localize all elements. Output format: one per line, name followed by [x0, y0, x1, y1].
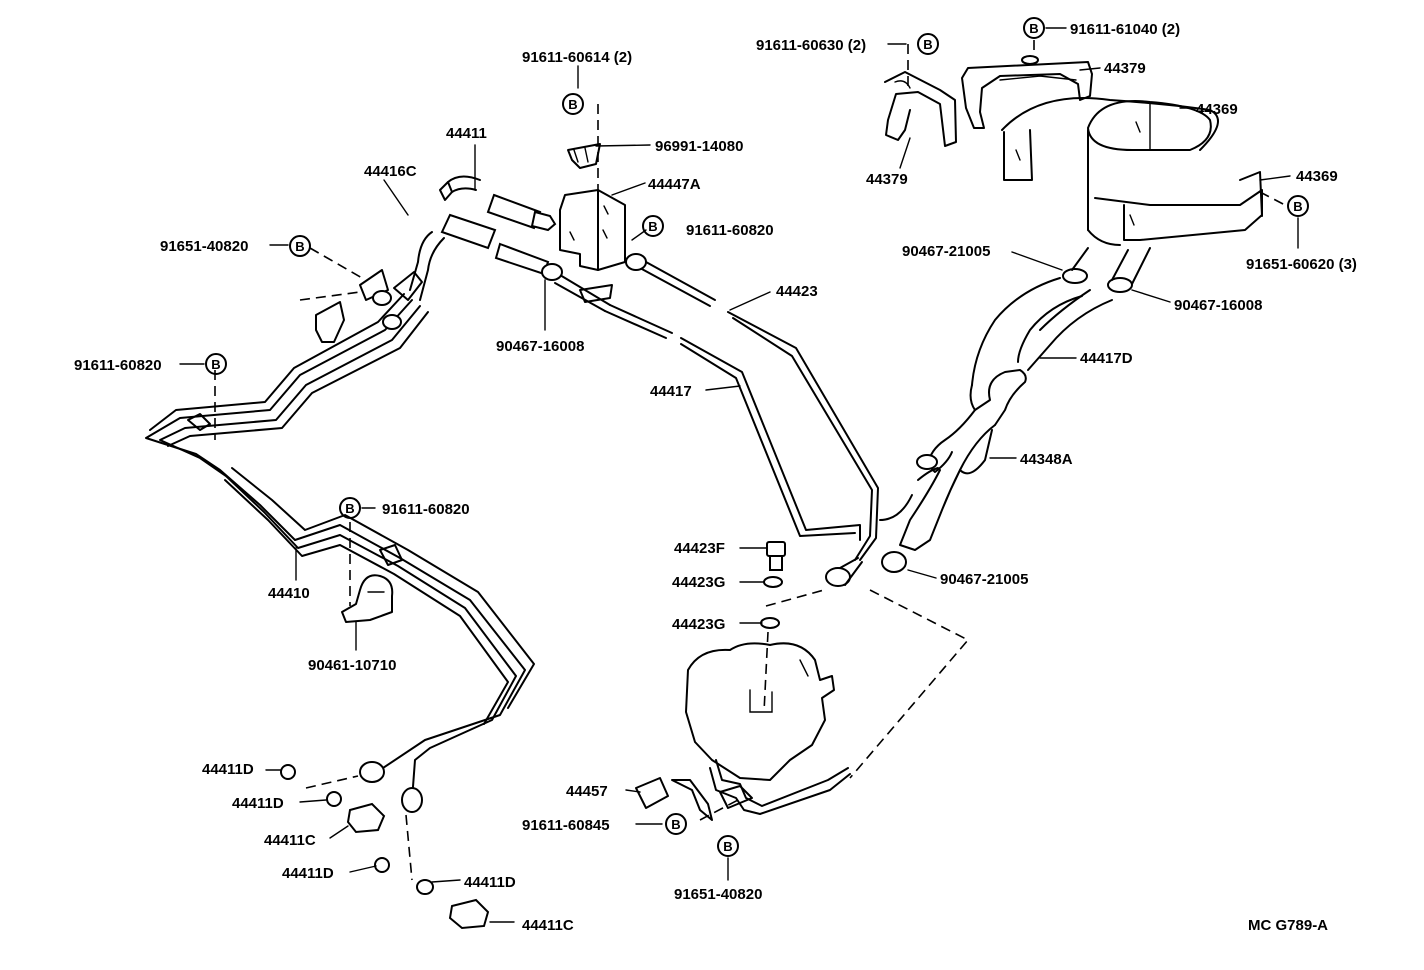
bolt-symbol-group: B B B B B B B B B B: [205, 17, 1309, 857]
part-label: 44423G: [672, 574, 725, 591]
filler-hose-group: [879, 247, 1151, 573]
part-label: 44416C: [364, 163, 417, 180]
part-label: 44411C: [264, 832, 316, 849]
main-pipe-group: [145, 293, 535, 813]
part-label: 91611-60845: [522, 817, 610, 834]
part-label: 44423G: [672, 616, 725, 633]
bolt-b-icon: B: [642, 215, 664, 237]
svg-text:B: B: [923, 37, 932, 52]
center-pipe-group: [554, 261, 879, 587]
part-label: 44417: [650, 383, 692, 400]
part-label: 44417D: [1080, 350, 1133, 367]
part-label: 91611-61040 (2): [1070, 21, 1180, 38]
part-label: 44369: [1196, 101, 1238, 118]
bolt-b-icon: B: [205, 353, 227, 375]
svg-text:B: B: [1029, 21, 1038, 36]
part-label: 44410: [268, 585, 310, 602]
bolt-b-icon: B: [1023, 17, 1045, 39]
part-label: 90467-16008: [1174, 297, 1262, 314]
part-label: 90467-16008: [496, 338, 584, 355]
bolt-b-icon: B: [289, 235, 311, 257]
part-label: 90467-21005: [902, 243, 990, 260]
pump-body-group: [635, 642, 851, 821]
diagram-code: MC G789-A: [1248, 917, 1328, 934]
part-label: 96991-14080: [655, 138, 743, 155]
svg-text:B: B: [295, 239, 304, 254]
svg-text:B: B: [671, 817, 680, 832]
bolt-b-icon: B: [717, 835, 739, 857]
bolt-b-icon: B: [1287, 195, 1309, 217]
part-label: 91651-60620 (3): [1246, 256, 1357, 273]
svg-text:B: B: [1293, 199, 1302, 214]
part-label: 44379: [1104, 60, 1146, 77]
part-label: 44447A: [648, 176, 701, 193]
svg-text:B: B: [723, 839, 732, 854]
part-label: 90467-21005: [940, 571, 1028, 588]
svg-text:B: B: [648, 219, 657, 234]
bolt-b-icon: B: [665, 813, 687, 835]
bolt-b-icon: B: [917, 33, 939, 55]
part-label: 44379: [866, 171, 908, 188]
clamp-90461-group: [341, 574, 394, 623]
part-label: 91611-60820: [382, 501, 470, 518]
part-label: 44423: [776, 283, 818, 300]
part-label: 44348A: [1020, 451, 1073, 468]
part-label: 91611-60630 (2): [756, 37, 866, 54]
part-labels-group: 91611-60614 (2) 96991-14080 44447A 91611…: [74, 21, 1357, 934]
part-label: 44411D: [232, 795, 284, 812]
part-label: 44369: [1296, 168, 1338, 185]
part-label: 91611-60614 (2): [522, 49, 632, 66]
dashed-leader-group: [214, 40, 1286, 881]
leader-line-group: [179, 27, 1299, 923]
part-label: 44411D: [464, 874, 516, 891]
part-label: 91611-60820: [686, 222, 774, 239]
left-bracket-group: [315, 269, 423, 343]
svg-text:B: B: [568, 97, 577, 112]
part-label: 90461-10710: [308, 657, 396, 674]
part-label: 44411D: [202, 761, 254, 778]
part-label: 44411D: [282, 865, 334, 882]
svg-text:B: B: [211, 357, 220, 372]
bolt-b-icon: B: [562, 93, 584, 115]
part-label: 44457: [566, 783, 608, 800]
tank-bracket-group: [884, 55, 1263, 246]
part-label: 44411: [446, 125, 487, 142]
part-label: 91651-40820: [160, 238, 248, 255]
part-label: 91651-40820: [674, 886, 762, 903]
part-label: 44423F: [674, 540, 725, 557]
bolt-b-icon: B: [339, 497, 361, 519]
part-label: 44411C: [522, 917, 574, 934]
svg-text:B: B: [345, 501, 354, 516]
top-center-fittings-group: [409, 143, 647, 303]
union-bolt-group: [760, 541, 786, 629]
bottom-left-parts-group: [280, 764, 490, 930]
part-label: 91611-60820: [74, 357, 162, 374]
